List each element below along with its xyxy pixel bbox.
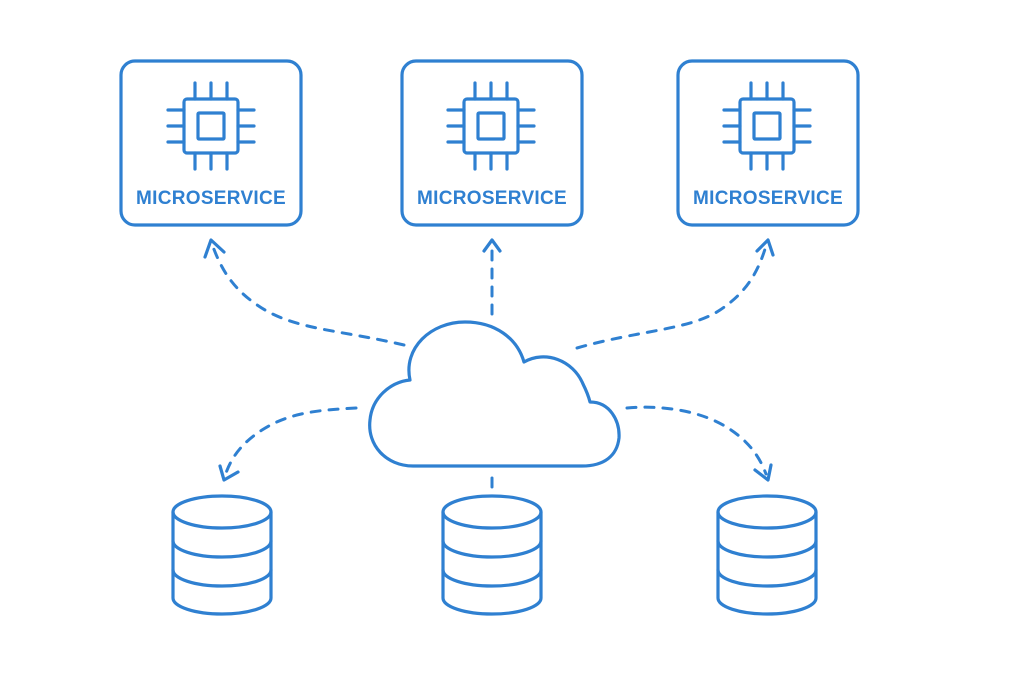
cpu-chip-icon (446, 81, 536, 171)
microservice-label: MICROSERVICE (693, 188, 843, 209)
database-icon (441, 494, 543, 616)
microservice-label: MICROSERVICE (136, 188, 286, 209)
microservice-label: MICROSERVICE (417, 188, 567, 209)
microservice-card-2: MICROSERVICE (400, 59, 584, 227)
connection-cloud-to-service-2 (482, 238, 502, 316)
connection-cloud-to-service-1 (203, 238, 406, 347)
cloud-icon (368, 320, 621, 468)
cpu-chip-icon (166, 81, 256, 171)
connection-cloud-to-database-1 (218, 406, 358, 482)
database-icon (171, 494, 273, 616)
connection-cloud-to-service-3 (575, 238, 775, 350)
database-icon (716, 494, 818, 616)
microservice-card-3: MICROSERVICE (676, 59, 860, 227)
cpu-chip-icon (722, 81, 812, 171)
connection-cloud-to-database-3 (625, 405, 773, 482)
microservice-card-1: MICROSERVICE (119, 59, 303, 227)
